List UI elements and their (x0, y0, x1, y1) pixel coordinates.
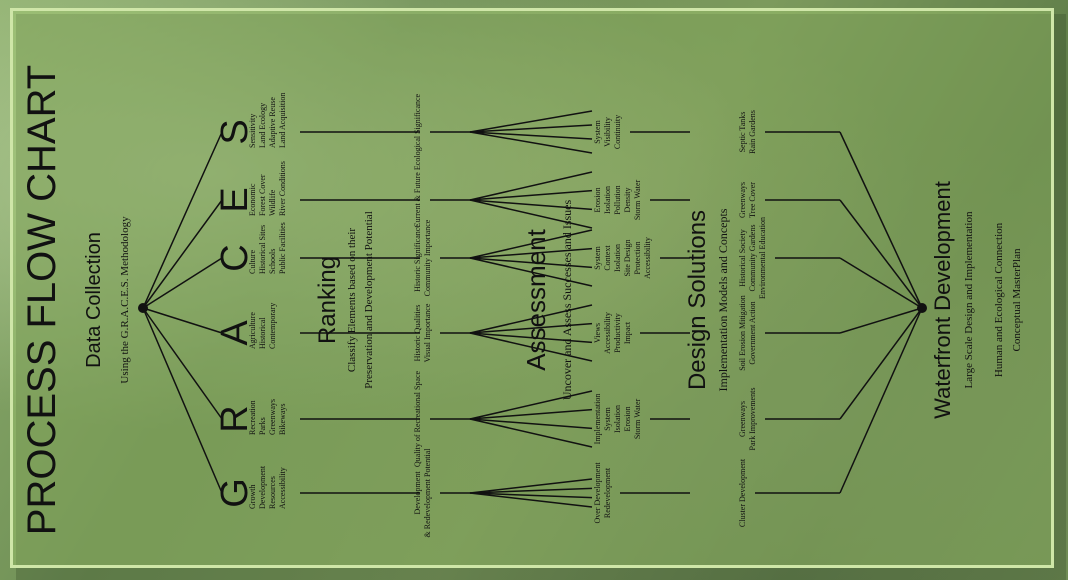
design-item: Historical Society (738, 229, 747, 287)
design-item: Rain Gardens (748, 110, 757, 154)
assessment-item: Site Design (623, 239, 632, 276)
assessment-item: Protection (633, 242, 642, 275)
data-collection-subtitle: Using the G.R.A.C.E.S. Methodology (119, 216, 131, 384)
assessment-item: System (603, 406, 612, 430)
assessment-item: Erosion (593, 188, 602, 213)
graces-items: Development (258, 465, 267, 509)
graces-items: Agriculture (248, 312, 257, 349)
assessment-item: Storm Water (633, 399, 642, 440)
graces-items: Land Ecology (258, 103, 267, 148)
graces-items: Schools (268, 249, 277, 274)
ranking-item: Quality of Recreational Space (413, 370, 422, 467)
fan-line (840, 132, 922, 308)
ranking-item: Current & Future (413, 172, 422, 228)
assessment-item: Continuity (613, 115, 622, 149)
ranking-item: Visual Importance (423, 303, 432, 362)
design-item: Government Action (748, 301, 757, 364)
ranking-item: Community Importance (423, 219, 432, 296)
ranking-item: & Redevelopment Potential (423, 448, 432, 538)
assessment-item: Isolation (613, 244, 622, 272)
graces-items: Greenways (268, 399, 277, 435)
graces-items: Wildlife (268, 189, 277, 216)
graces-items: Contemporary (268, 303, 277, 349)
graces-items: Adaptive Reuse (268, 97, 277, 148)
waterfront-heading: Waterfront Development (930, 181, 955, 419)
assessment-item: Redevelopment (603, 467, 612, 518)
fan-line (143, 200, 222, 308)
graces-items: Historical Sites (258, 225, 267, 274)
data-collection-heading: Data Collection (83, 232, 105, 368)
graces-items: Culture (248, 250, 257, 274)
design-item: Cluster Development (738, 458, 747, 527)
ranking-subtitle: Classify Elements based on their (346, 228, 358, 373)
fan-line (143, 308, 222, 333)
assessment-item: Context (603, 245, 612, 271)
waterfront-subtitle: Large Scale Design and Implementation (963, 211, 975, 388)
assessment-item: Density (623, 188, 632, 213)
assessment-item: Views (593, 323, 602, 343)
assessment-item: Pollution (613, 185, 622, 214)
graces-items: Accessibility (278, 467, 287, 509)
right-hub-node (917, 303, 927, 313)
ranking-item: Ecological Significance (413, 93, 422, 170)
graces-items: Public Facilities (278, 222, 287, 274)
waterfront-line: Human and Ecological Connection (993, 222, 1005, 377)
left-hub-node (138, 303, 148, 313)
assessment-item: Visibility (603, 117, 612, 147)
assessment-item: Implementation (593, 394, 602, 445)
page-title: PROCESS FLOW CHART (20, 65, 64, 535)
design-item: Community Gardens (748, 225, 757, 292)
design-item: Park Improvements (748, 388, 757, 451)
assessment-item: Over Development (593, 462, 602, 524)
design-item: Environmental Education (758, 217, 767, 299)
assessment-item: Accessibility (603, 312, 612, 354)
assessment-item: Impact (623, 321, 632, 344)
assessment-item: System (593, 245, 602, 269)
design-item: Greenways (738, 401, 747, 437)
graces-items: River Conditions (278, 161, 287, 216)
assessment-heading: Assessment (521, 228, 551, 370)
assessment-item: Accessibility (643, 237, 652, 279)
ranking-subtitle: Preservation and Development Potential (363, 211, 375, 388)
ranking-heading: Ranking (314, 256, 341, 344)
design-solutions-subtitle: Implementation Models and Concepts (716, 208, 730, 391)
graces-items: Bikeways (278, 403, 287, 435)
assessment-item: Isolation (603, 186, 612, 214)
graces-items: Parks (258, 417, 267, 435)
graces-items: Sensitivity (248, 114, 257, 148)
graces-items: Forest Cover (258, 174, 267, 216)
assessment-subtitle: Uncover and Assess Successes and Issues (560, 200, 574, 401)
graces-items: Growth (248, 485, 257, 509)
assessment-item: Storm Water (633, 180, 642, 221)
design-solutions-heading: Design Solutions (684, 210, 711, 390)
design-item: Tree Cover (748, 182, 757, 218)
design-item: Soil Erosion Mitigation (738, 295, 747, 371)
waterfront-line: Conceptual MasterPlan (1011, 248, 1023, 351)
fan-line (840, 308, 922, 333)
fan-line (143, 132, 222, 308)
ranking-item: Historic Qualities (413, 305, 422, 362)
design-item: Septic Tanks (738, 112, 747, 153)
fan-line (840, 308, 922, 493)
assessment-item: Productivity (613, 313, 622, 353)
ranking-item: Historic Significance (413, 224, 422, 292)
graces-items: Resources (268, 476, 277, 509)
design-item: Greenways (738, 182, 747, 218)
fan-line (143, 308, 222, 493)
graces-items: Recreation (248, 400, 257, 435)
assessment-item: Isolation (613, 405, 622, 433)
assessment-item: Erosion (623, 407, 632, 432)
graces-items: Historical (258, 317, 267, 349)
fan-line (840, 200, 922, 308)
graces-items: Economic (248, 183, 257, 216)
assessment-item: System (593, 119, 602, 143)
ranking-item: Development (413, 471, 422, 515)
graces-items: Land Acquisition (278, 93, 287, 148)
